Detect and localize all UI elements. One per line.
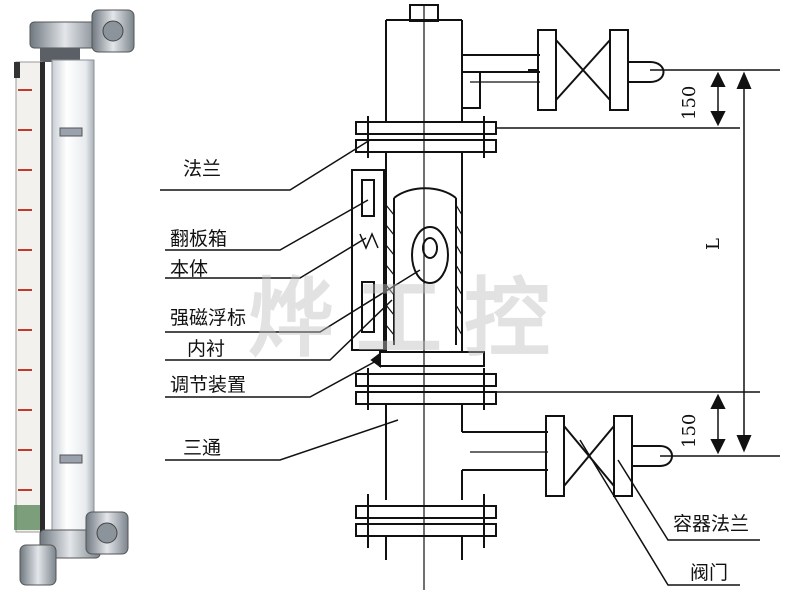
dim-length-l: L: [703, 238, 724, 250]
watermark: 烨工控: [248, 269, 572, 369]
gauge-photo: [14, 9, 135, 586]
label-flange: 法兰: [183, 158, 222, 180]
dim-top-150: 150: [679, 85, 700, 120]
label-body: 本体: [170, 258, 209, 280]
label-valve: 阀门: [690, 562, 729, 584]
label-magnetic-float: 强磁浮标: [170, 307, 247, 329]
dim-bottom-150: 150: [679, 413, 700, 448]
scale-ticks: [18, 89, 32, 491]
label-lining: 内衬: [187, 338, 226, 360]
label-flap-box: 翻板箱: [170, 228, 228, 250]
label-vessel-flange: 容器法兰: [673, 513, 750, 535]
label-tee: 三通: [183, 437, 222, 459]
label-adjust-device: 调节装置: [170, 374, 247, 396]
